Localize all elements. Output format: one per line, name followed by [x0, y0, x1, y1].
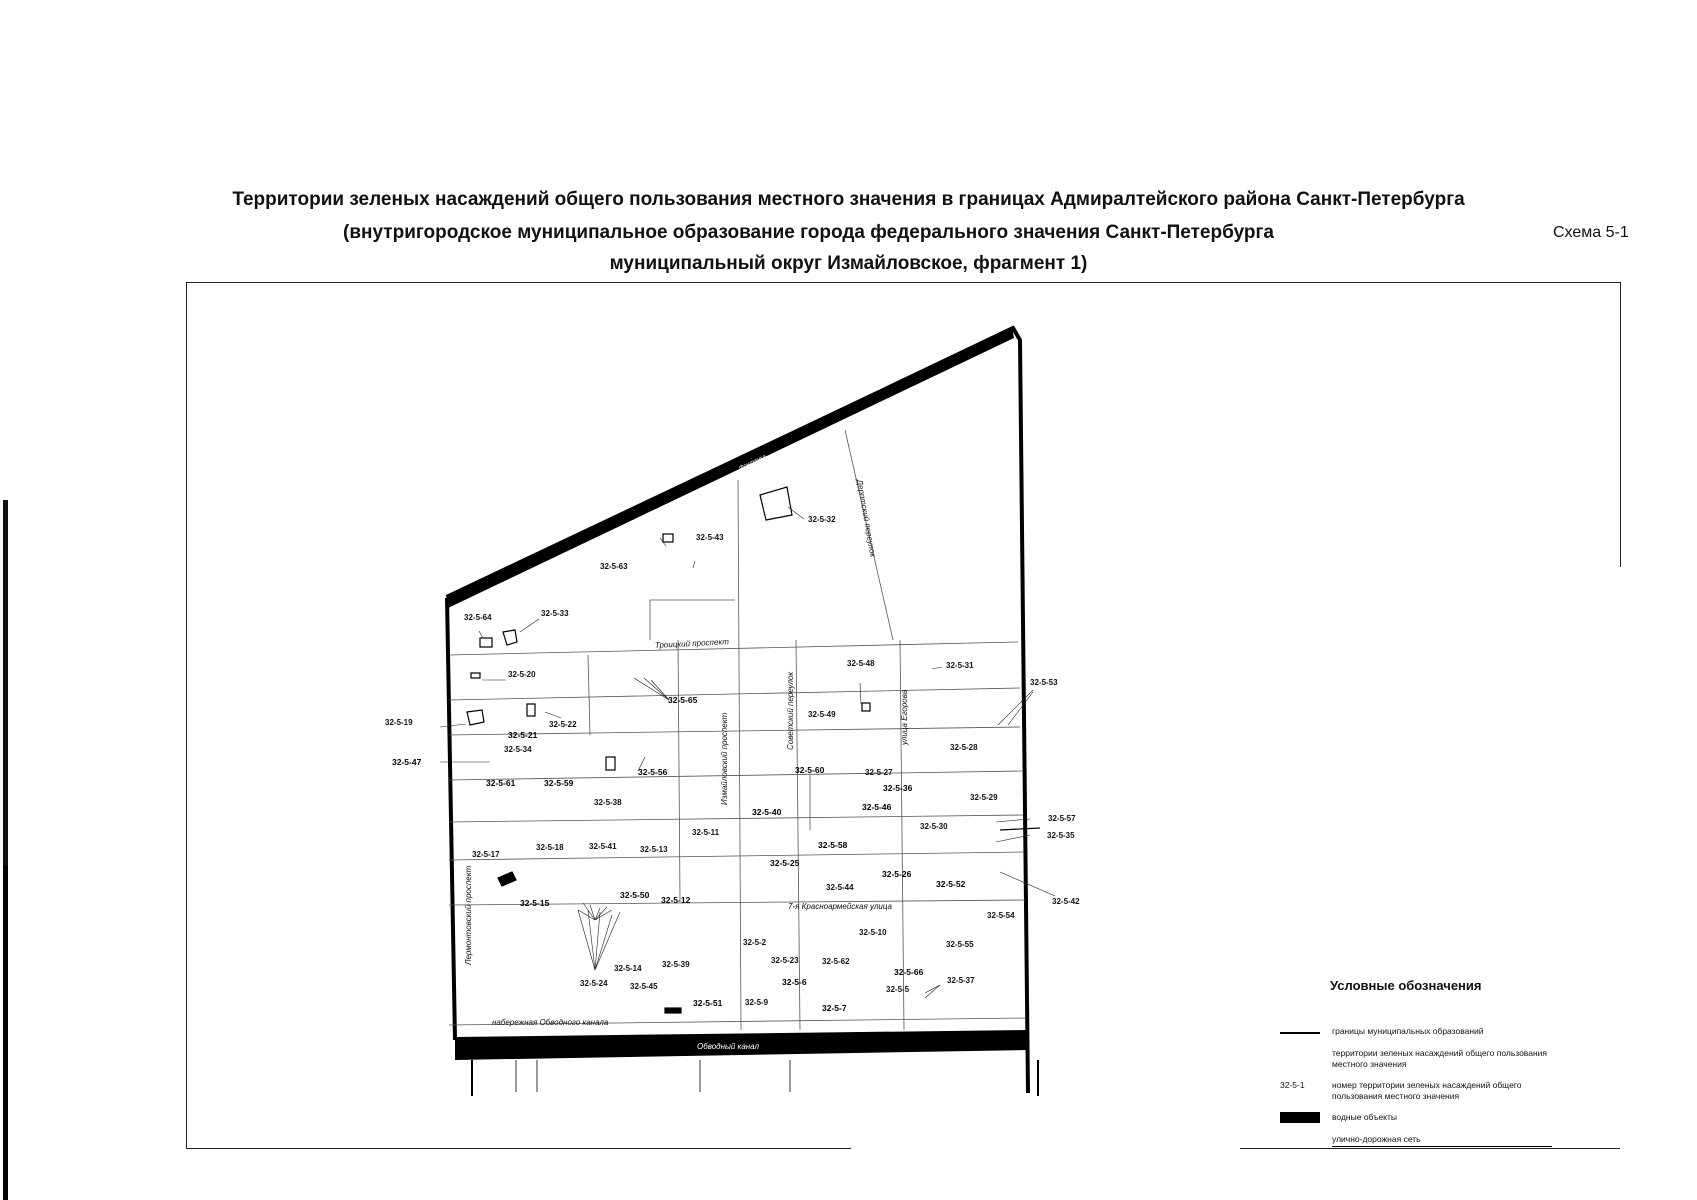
- territory-label: 32-5-56: [638, 767, 668, 777]
- territory-label: 32-5-6: [782, 977, 807, 987]
- territory-label: 32-5-28: [950, 743, 978, 752]
- territory-label: 32-5-37: [947, 976, 975, 985]
- street-label-troitsky: Троицкий проспект: [655, 637, 730, 650]
- territory-label: 32-5-14: [614, 964, 642, 973]
- green-territories: [466, 486, 871, 1014]
- territory-label: 32-5-59: [544, 778, 574, 788]
- territory-label: 32-5-46: [862, 802, 892, 812]
- legend-label-green: территории зеленых насаждений общего пол…: [1332, 1048, 1547, 1069]
- street-label-obvodny-canal: Обводный канал: [697, 1042, 760, 1051]
- territory-labels: 32-5-32 32-5-43 32-5-63 32-5-64 32-5-33 …: [385, 515, 1080, 1013]
- territory-label: 32-5-10: [859, 928, 887, 937]
- legend-label-number: номер территории зеленых насаждений обще…: [1332, 1080, 1522, 1101]
- territory-label: 32-5-49: [808, 710, 836, 719]
- water-fontanka: [446, 327, 1014, 608]
- territory-label: 32-5-65: [668, 695, 698, 705]
- territory-label: 32-5-31: [946, 661, 974, 670]
- territory-label: 32-5-63: [600, 562, 628, 571]
- map-title-line3: муниципальный округ Измайловское, фрагме…: [609, 253, 1088, 274]
- street-label-naberezhnaya: набережная Обводного канала: [492, 1018, 609, 1027]
- territory-label: 32-5-41: [589, 842, 617, 851]
- territory-label: 32-5-15: [520, 898, 550, 908]
- territory-label: 32-5-9: [745, 998, 769, 1007]
- map-frame-bottom-edge-right: [1240, 1148, 1620, 1149]
- street-label-izmailovsky: Измайловский проспект: [720, 712, 729, 805]
- territory-label: 32-5-44: [826, 883, 854, 892]
- map-frame-right-edge: [1620, 282, 1621, 567]
- map-title-line2: (внутригородское муниципальное образован…: [343, 222, 1274, 243]
- territory-label: 32-5-53: [1030, 678, 1058, 687]
- territory-label: 32-5-38: [594, 798, 622, 807]
- territory-label: 32-5-30: [920, 822, 948, 831]
- street-label-egorova: улица Егорова: [900, 689, 909, 746]
- territory-label: 32-5-7: [822, 1003, 847, 1013]
- territory-label: 32-5-11: [692, 828, 720, 837]
- territory-label: 32-5-29: [970, 793, 998, 802]
- territory-label: 32-5-26: [882, 869, 912, 879]
- territory-label: 32-5-60: [795, 765, 825, 775]
- territory-label: 32-5-47: [392, 757, 422, 767]
- map-frame-bottom-edge: [186, 1148, 851, 1149]
- territory-label: 32-5-57: [1048, 814, 1076, 823]
- street-label-krasnoarmeyskaya: 7-я Красноармейская улица: [788, 902, 893, 911]
- legend-title: Условные обозначения: [1330, 978, 1482, 993]
- water-symbol: [1280, 1112, 1320, 1123]
- territory-label: 32-5-27: [865, 768, 893, 777]
- territory-label: 32-5-54: [987, 911, 1015, 920]
- territory-label: 32-5-55: [946, 940, 974, 949]
- scheme-number: Схема 5-1: [1553, 224, 1629, 241]
- territory-label: 32-5-62: [822, 957, 850, 966]
- street-label-lermontovsky: Лермонтовский проспект: [464, 865, 473, 966]
- scan-edge-bar-lower: [3, 865, 8, 1200]
- territory-label: 32-5-17: [472, 850, 500, 859]
- map-frame: [186, 282, 1621, 1149]
- territory-label: 32-5-45: [630, 982, 658, 991]
- legend-label-boundaries: границы муниципальных образований: [1332, 1026, 1484, 1036]
- leader-lines: [439, 506, 1056, 999]
- legend-label-roads: улично-дорожная сеть: [1332, 1134, 1552, 1147]
- territory-label: 32-5-12: [661, 895, 691, 905]
- territory-label: 32-5-5: [886, 985, 910, 994]
- territory-label: 32-5-36: [883, 783, 913, 793]
- territory-label: 32-5-34: [504, 745, 532, 754]
- territory-label: 32-5-43: [696, 533, 724, 542]
- scan-edge-bar: [3, 500, 8, 1200]
- water-obvodny-canal: [455, 1030, 1028, 1060]
- territory-label: 32-5-13: [640, 845, 668, 854]
- legend-label-water: водные объекты: [1332, 1112, 1397, 1122]
- territory-label: 32-5-19: [385, 718, 413, 727]
- territory-label: 32-5-58: [818, 840, 848, 850]
- territory-label: 32-5-22: [549, 720, 577, 729]
- territory-label: 32-5-39: [662, 960, 690, 969]
- south-road-stubs: [471, 1060, 1039, 1096]
- territory-label: 32-5-2: [743, 938, 767, 947]
- district-boundary: [445, 325, 1030, 1094]
- legend-number-sample: 32-5-1: [1280, 1080, 1305, 1090]
- street-label-derptsky: Дерптский переулок: [855, 478, 878, 559]
- territory-label: 32-5-24: [580, 979, 608, 988]
- territory-label: 32-5-20: [508, 670, 536, 679]
- territory-label: 32-5-32: [808, 515, 836, 524]
- territory-label: 32-5-48: [847, 659, 875, 668]
- street-label-sovetsky: Советский переулок: [786, 671, 795, 750]
- map-title-line1: Территории зеленых насаждений общего пол…: [232, 189, 1465, 210]
- territory-label: 32-5-18: [536, 843, 564, 852]
- territory-label: 32-5-23: [771, 956, 799, 965]
- territory-label: 32-5-51: [693, 998, 723, 1008]
- territory-label: 32-5-52: [936, 879, 966, 889]
- territory-label: 32-5-64: [464, 613, 492, 622]
- territory-label: 32-5-42: [1052, 897, 1080, 906]
- road-network: [448, 429, 1041, 1031]
- territory-label: 32-5-40: [752, 807, 782, 817]
- territory-label: 32-5-25: [770, 858, 800, 868]
- boundary-line-symbol: [1280, 1032, 1320, 1034]
- territory-label: 32-5-21: [508, 730, 538, 740]
- territory-label: 32-5-50: [620, 890, 650, 900]
- territory-label: 32-5-66: [894, 967, 924, 977]
- territory-label: 32-5-33: [541, 609, 569, 618]
- territory-label: 32-5-35: [1047, 831, 1075, 840]
- territory-label: 32-5-61: [486, 778, 516, 788]
